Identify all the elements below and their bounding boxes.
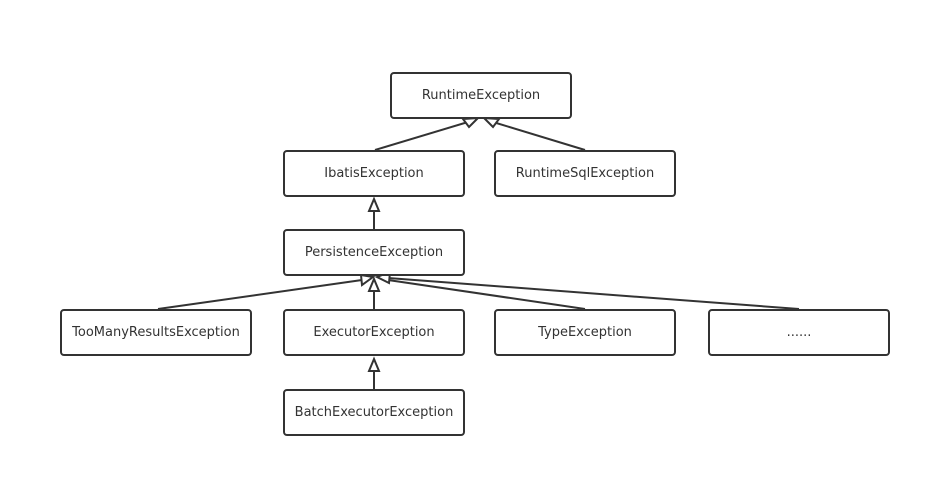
node-label: TypeException (538, 325, 632, 340)
node-type-exception: TypeException (494, 309, 676, 356)
arrowhead-batch-to-executor (367, 356, 381, 372)
node-ibatis-exception: IbatisException (283, 150, 465, 197)
node-too-many-results-exception: TooManyResultsException (60, 309, 252, 356)
arrowhead-ibatis-to-runtime (461, 116, 481, 129)
edge-toomany-to-persistence (157, 279, 363, 310)
node-runtime-sql-exception: RuntimeSqlException (494, 150, 676, 197)
edge-ibatis-to-runtime (374, 121, 469, 151)
node-label: RuntimeSqlException (515, 166, 655, 181)
node-label: PersistenceException (304, 245, 444, 260)
arrowhead-executor-to-persistence (367, 276, 381, 292)
node-more-ellipsis: ...... (708, 309, 890, 356)
node-label: RuntimeException (421, 88, 541, 103)
arrowhead-persistence-to-ibatis (367, 196, 381, 212)
arrowhead-toomany-to-persistence (359, 273, 376, 287)
node-runtime-exception: RuntimeException (390, 72, 572, 119)
node-persistence-exception: PersistenceException (283, 229, 465, 276)
arrowhead-runtimesql-to-runtime (481, 116, 501, 129)
node-executor-exception: ExecutorException (283, 309, 465, 356)
edge-runtimesql-to-runtime (492, 121, 586, 151)
node-label: BatchExecutorException (294, 405, 454, 420)
node-label: ExecutorException (313, 325, 435, 340)
edge-more-to-persistence (387, 277, 800, 310)
node-label: ...... (786, 325, 812, 340)
edge-type-to-persistence (387, 279, 586, 310)
node-label: IbatisException (324, 166, 424, 181)
node-label: TooManyResultsException (72, 325, 240, 340)
node-batch-executor-exception: BatchExecutorException (283, 389, 465, 436)
